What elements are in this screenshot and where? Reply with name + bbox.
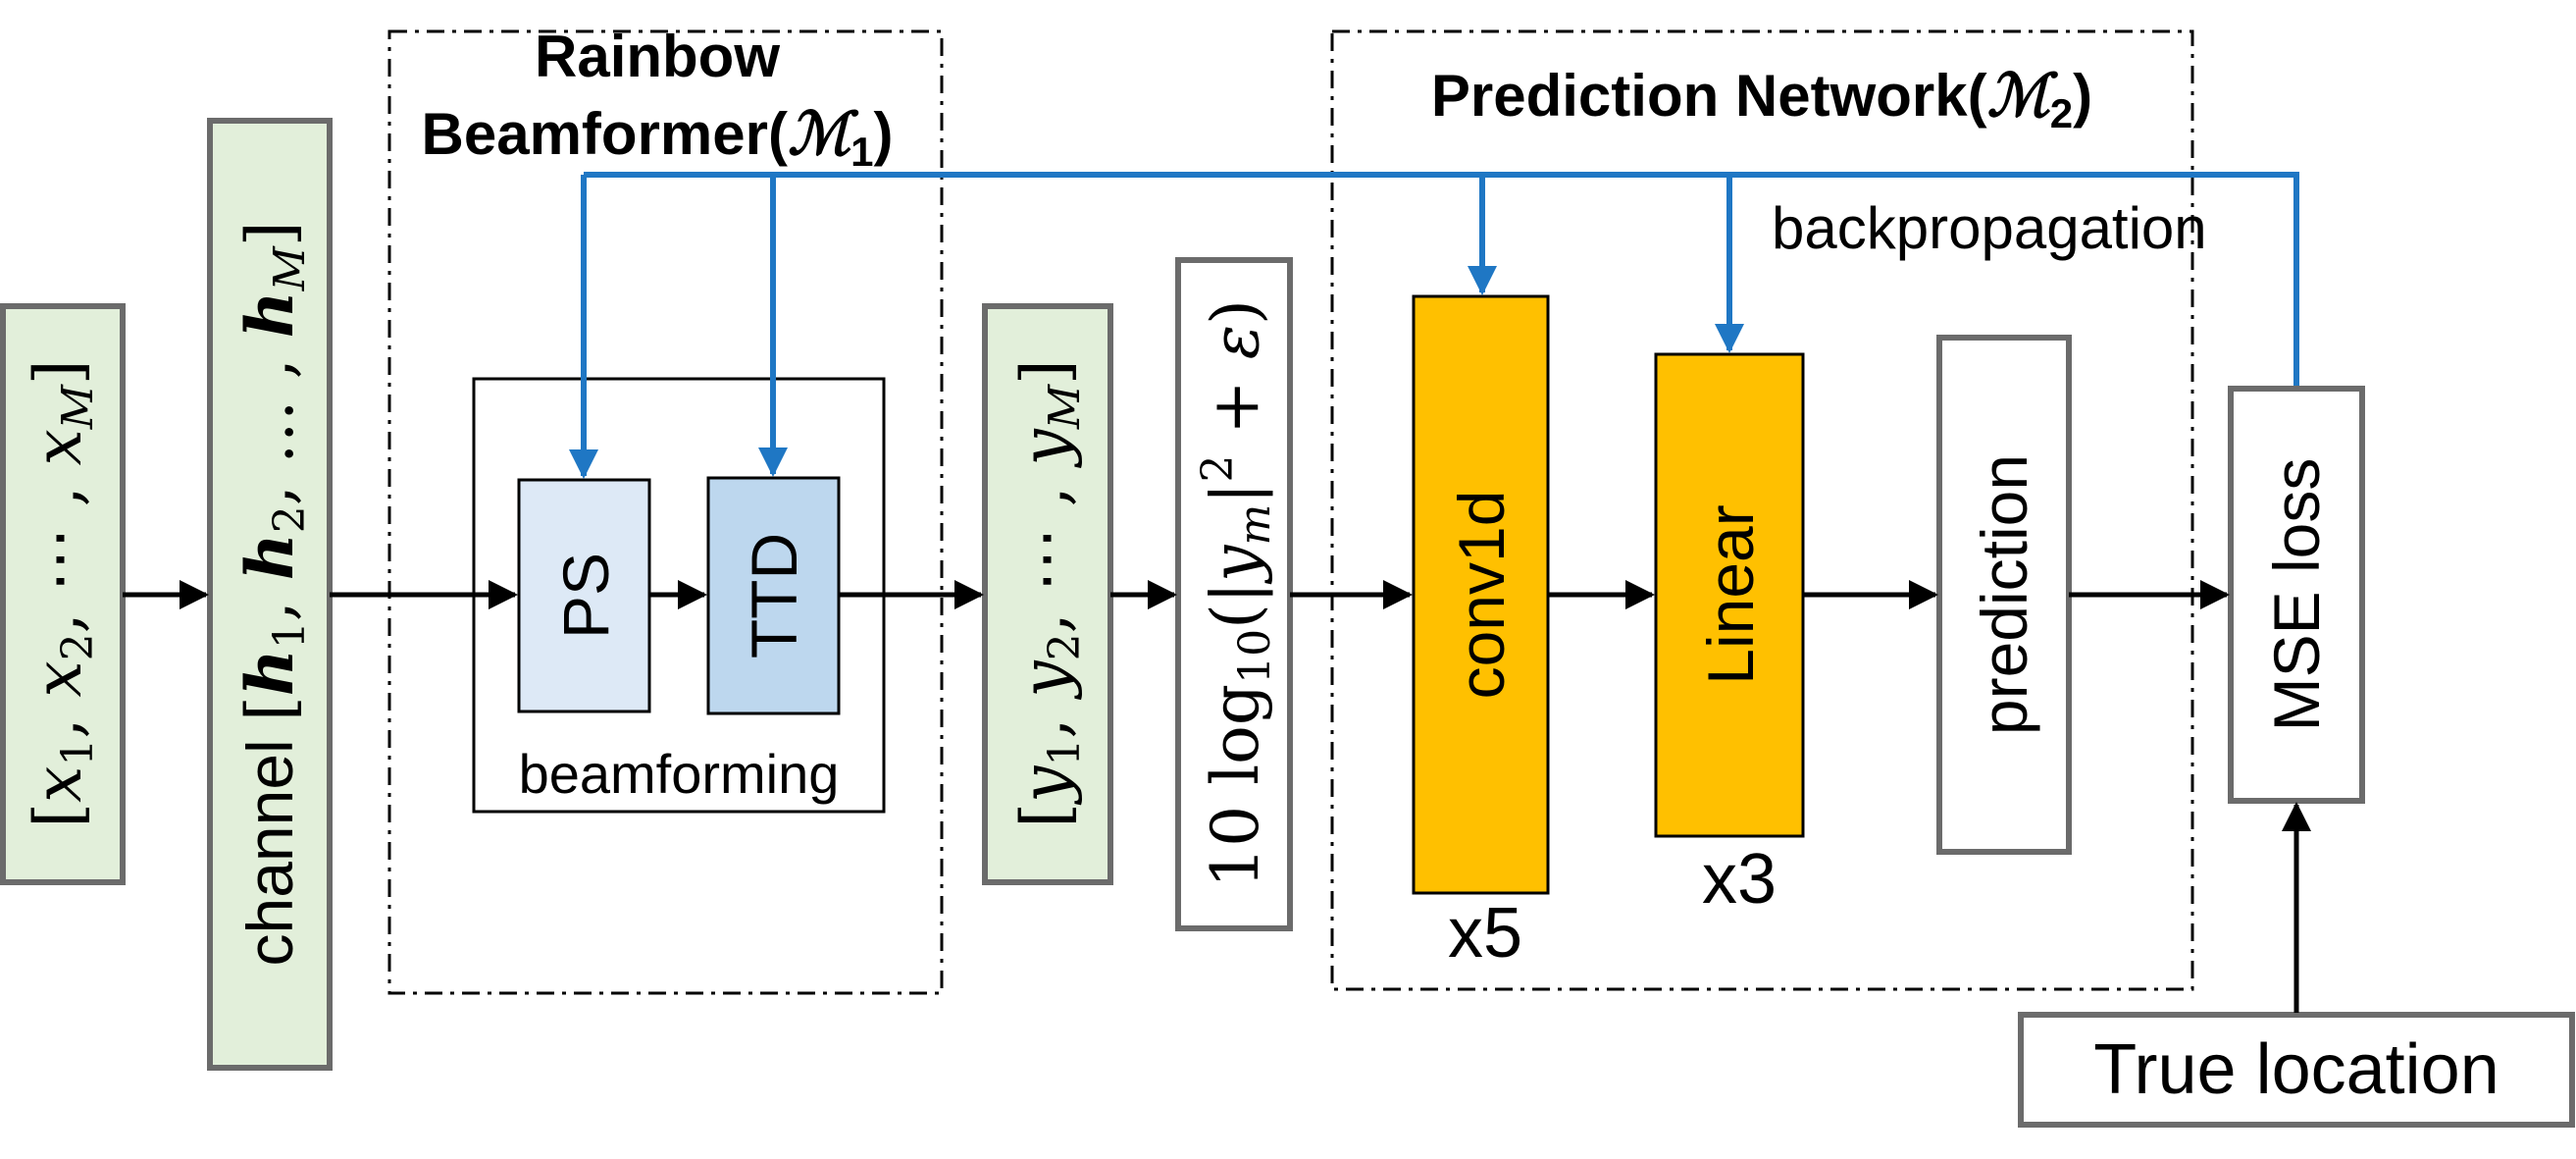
output-vector-block xyxy=(982,303,1113,885)
channel-label: channel [h1, h2, … , hM] xyxy=(232,222,315,967)
true-location-block xyxy=(2018,1012,2575,1128)
module-m2-boundary xyxy=(1330,29,2194,991)
ps-block xyxy=(517,478,651,713)
linear-count: x3 xyxy=(1702,840,1777,919)
linear-block xyxy=(1654,352,1805,838)
log-transform-block xyxy=(1175,257,1293,931)
log-transform-label: 10 log10(|ym|2 + ε) xyxy=(1193,299,1280,888)
backpropagation-label: backpropagation xyxy=(1772,195,2207,261)
ps-label: PS xyxy=(549,553,622,639)
forward-arrows xyxy=(123,580,2311,1013)
output-vector-label: [y1, y2, ⋯ , yM] xyxy=(1007,359,1090,827)
true-location-label: True location xyxy=(2093,1030,2499,1109)
input-vector-label: [x1, x2, ⋯ , xM] xyxy=(21,359,103,827)
ttd-block xyxy=(706,476,841,715)
conv1d-count: x5 xyxy=(1448,894,1522,973)
backprop-main-line xyxy=(584,172,2299,386)
ttd-label: TTD xyxy=(738,533,810,659)
m2-title: Prediction Network(ℳ2) xyxy=(1431,62,2092,136)
beamforming-label: beamforming xyxy=(519,743,840,805)
conv1d-label: conv1d xyxy=(1445,491,1518,700)
linear-label: Linear xyxy=(1694,504,1767,684)
prediction-label: prediction xyxy=(1968,454,2040,735)
backpropagation-paths xyxy=(569,172,2299,479)
mse-loss-block xyxy=(2228,386,2365,804)
m1-title-line1: Rainbow xyxy=(535,24,780,89)
conv1d-block xyxy=(1412,294,1550,895)
m1-title-line2: Beamformer(ℳ1) xyxy=(422,100,894,175)
channel-block xyxy=(207,118,333,1071)
module-m1-boundary xyxy=(387,29,944,995)
mse-loss-label: MSE loss xyxy=(2260,458,2333,732)
